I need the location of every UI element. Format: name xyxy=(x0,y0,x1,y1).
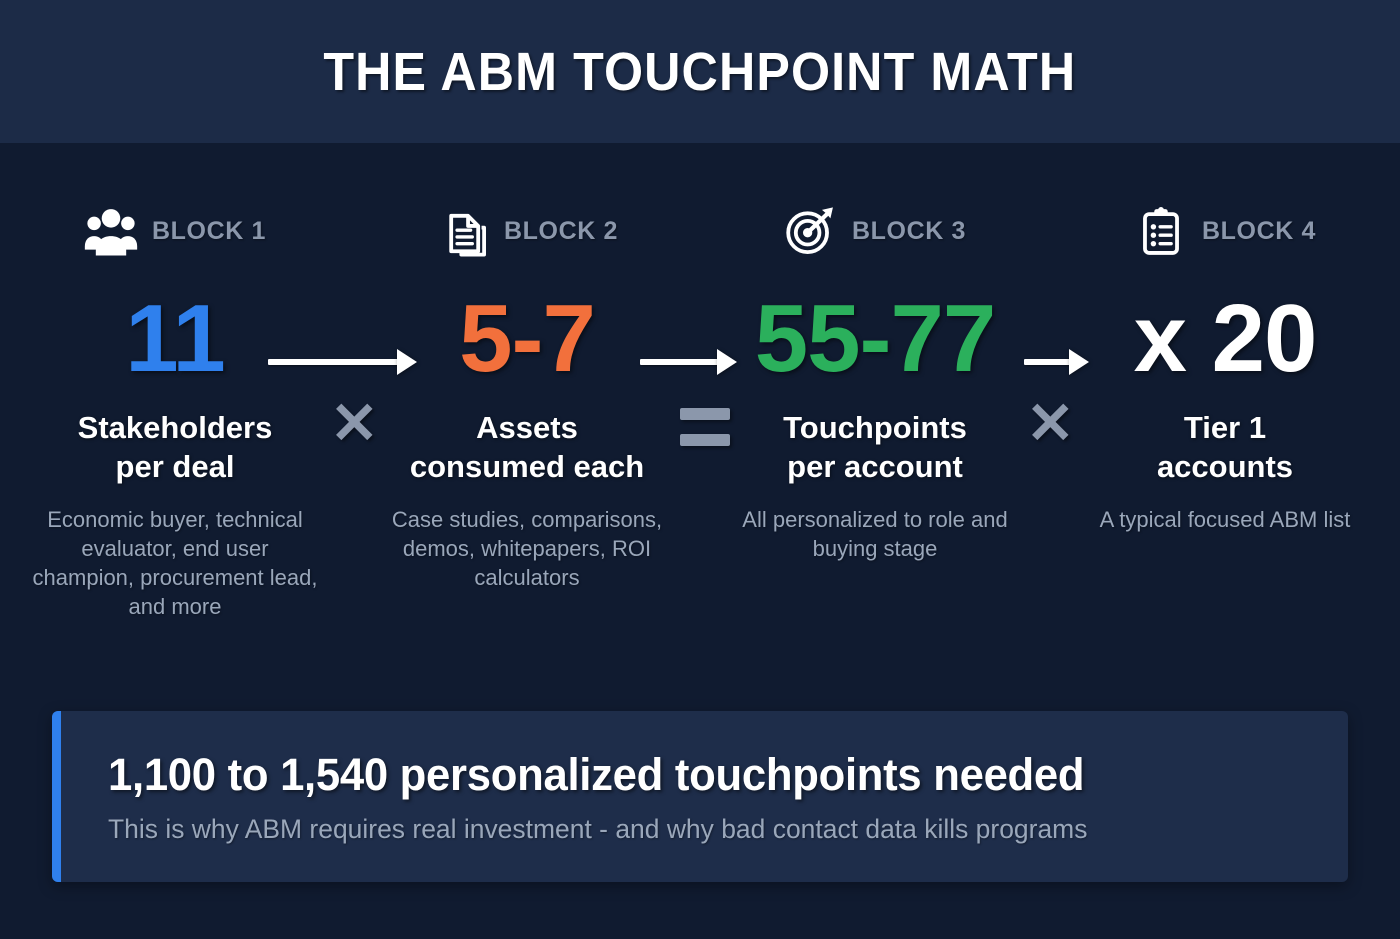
block-4-value: x 20 xyxy=(1133,285,1318,392)
banner-title: 1,100 to 1,540 personalized touchpoints … xyxy=(108,748,1085,800)
block-1-title: Stakeholders per deal xyxy=(30,409,320,487)
arrow-shaft xyxy=(268,359,398,365)
arrow-shaft xyxy=(640,359,718,365)
multiply-operator-1: ✕ xyxy=(330,391,379,456)
block-4-title-line1: Tier 1 xyxy=(1183,410,1267,445)
arrow-shaft xyxy=(1024,359,1070,365)
block-3: BLOCK 3 55-77 Touchpoints per account Al… xyxy=(730,143,1020,563)
arrow-head xyxy=(1069,349,1089,375)
summary-banner: 1,100 to 1,540 personalized touchpoints … xyxy=(52,711,1348,882)
block-3-title: Touchpoints per account xyxy=(730,409,1020,487)
clipboard-checklist-icon xyxy=(1134,204,1188,258)
banner-accent-bar xyxy=(52,711,61,882)
block-3-description: All personalized to role and buying stag… xyxy=(742,506,1008,561)
header-bar: THE ABM TOUCHPOINT MATH xyxy=(0,0,1400,143)
block-3-value: 55-77 xyxy=(754,285,997,392)
block-2-title: Assets consumed each xyxy=(382,409,672,487)
people-group-icon xyxy=(84,204,138,258)
block-4-description: A typical focused ABM list xyxy=(1099,506,1351,532)
equals-bar-bottom xyxy=(680,434,730,446)
block-2-value: 5-7 xyxy=(459,285,596,392)
arrow-head xyxy=(397,349,417,375)
arrow-2-to-3 xyxy=(640,349,737,375)
block-2-label: BLOCK 2 xyxy=(504,216,618,245)
block-1-title-line2: per deal xyxy=(115,448,235,484)
block-4: BLOCK 4 x 20 Tier 1 accounts A typical f… xyxy=(1085,143,1365,534)
block-1: BLOCK 1 11 Stakeholders per deal Economi… xyxy=(30,143,320,621)
target-arrow-icon xyxy=(784,204,838,258)
arrow-1-to-2 xyxy=(268,349,417,375)
documents-icon xyxy=(436,204,490,258)
block-2-title-line2: consumed each xyxy=(409,448,645,484)
equals-bar-top xyxy=(680,408,730,420)
block-1-title-line1: Stakeholders xyxy=(77,410,273,445)
page-title: THE ABM TOUCHPOINT MATH xyxy=(323,41,1077,102)
banner-subtitle: This is why ABM requires real investment… xyxy=(108,813,1088,844)
block-2-header: BLOCK 2 xyxy=(382,195,672,267)
block-3-header: BLOCK 3 xyxy=(730,195,1020,267)
block-1-value: 11 xyxy=(125,285,225,392)
blocks-row: BLOCK 1 11 Stakeholders per deal Economi… xyxy=(0,143,1400,709)
block-1-description: Economic buyer, technical evaluator, end… xyxy=(32,506,318,619)
block-4-title-line2: accounts xyxy=(1156,448,1294,484)
block-3-label: BLOCK 3 xyxy=(852,216,966,245)
equals-operator xyxy=(680,408,730,446)
block-4-title: Tier 1 accounts xyxy=(1085,409,1365,487)
block-1-label: BLOCK 1 xyxy=(152,216,266,245)
block-4-header: BLOCK 4 xyxy=(1085,195,1365,267)
block-3-title-line1: Touchpoints xyxy=(783,410,967,445)
block-3-title-line2: per account xyxy=(787,448,963,484)
block-4-label: BLOCK 4 xyxy=(1202,216,1316,245)
arrow-head xyxy=(717,349,737,375)
block-2-title-line1: Assets xyxy=(476,410,578,445)
arrow-3-to-4 xyxy=(1024,349,1089,375)
block-2-description: Case studies, comparisons, demos, whitep… xyxy=(391,506,663,590)
banner-content: 1,100 to 1,540 personalized touchpoints … xyxy=(52,749,1348,845)
block-2: BLOCK 2 5-7 Assets consumed each Case st… xyxy=(382,143,672,592)
block-1-header: BLOCK 1 xyxy=(30,195,320,267)
multiply-operator-2: ✕ xyxy=(1026,391,1075,456)
